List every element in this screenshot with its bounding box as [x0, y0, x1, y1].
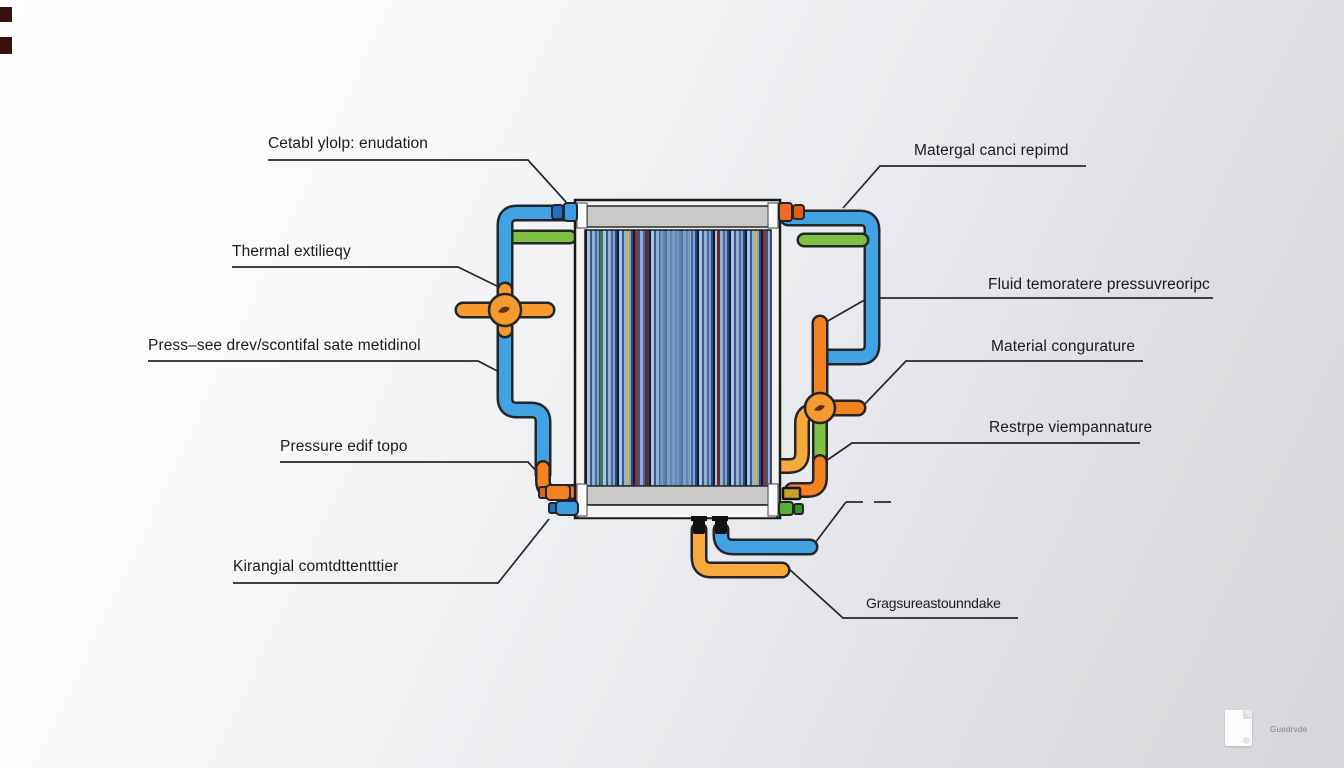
fitting-bottom-right-green	[778, 501, 804, 516]
callout-label-right-2: Material congurature	[991, 338, 1136, 355]
callout-label-left-3: Pressure edif topo	[280, 438, 408, 455]
pipe-bottom-blue	[712, 521, 819, 556]
watermark: Guedrvde	[1222, 708, 1332, 756]
document-icon	[1225, 710, 1252, 746]
bottom-header-bar	[586, 485, 770, 506]
callout-label-right-1: Fluid temoratere pressuvreoripc	[988, 276, 1210, 293]
heat-exchanger	[573, 198, 782, 520]
callout-label-top-right: Matergal canci repimd	[914, 142, 1069, 159]
pipe-left-blue	[496, 204, 581, 483]
watermark-text: Guedrvde	[1270, 725, 1308, 734]
pipe-bottom-yellow	[690, 521, 791, 579]
pipe-right-orange-elbow	[784, 454, 828, 498]
callout-label-left-4: Kirangial comtdttentttier	[233, 558, 399, 575]
fitting-bottom-left-blue	[548, 500, 579, 516]
valve-left	[454, 281, 556, 339]
valve-right	[803, 391, 837, 425]
callout-label-right-3: Restrpe viempannature	[989, 419, 1153, 436]
corner-marker	[0, 7, 12, 22]
callout-label-left-1: Thermal extilieqy	[232, 243, 351, 260]
core-accent-stripes	[600, 231, 766, 485]
corner-marker	[0, 37, 12, 54]
fitting-top-right-orange	[778, 202, 805, 222]
bottom-stub-connectors	[691, 516, 728, 534]
callout-label-left-2: Press–see drev/scontifal sate metidinol	[148, 337, 421, 354]
top-header-bar	[586, 205, 770, 228]
callout-label-top-left: Cetabl ylolp: enudation	[268, 135, 428, 152]
fitting-bottom-left-orange	[538, 484, 571, 501]
fitting-bottom-right-gold	[781, 486, 802, 501]
callout-label-bottom-right: Gragsureastounndake	[866, 595, 1001, 611]
pipe-right-blue	[779, 209, 881, 366]
fitting-top-left-blue	[551, 202, 578, 222]
